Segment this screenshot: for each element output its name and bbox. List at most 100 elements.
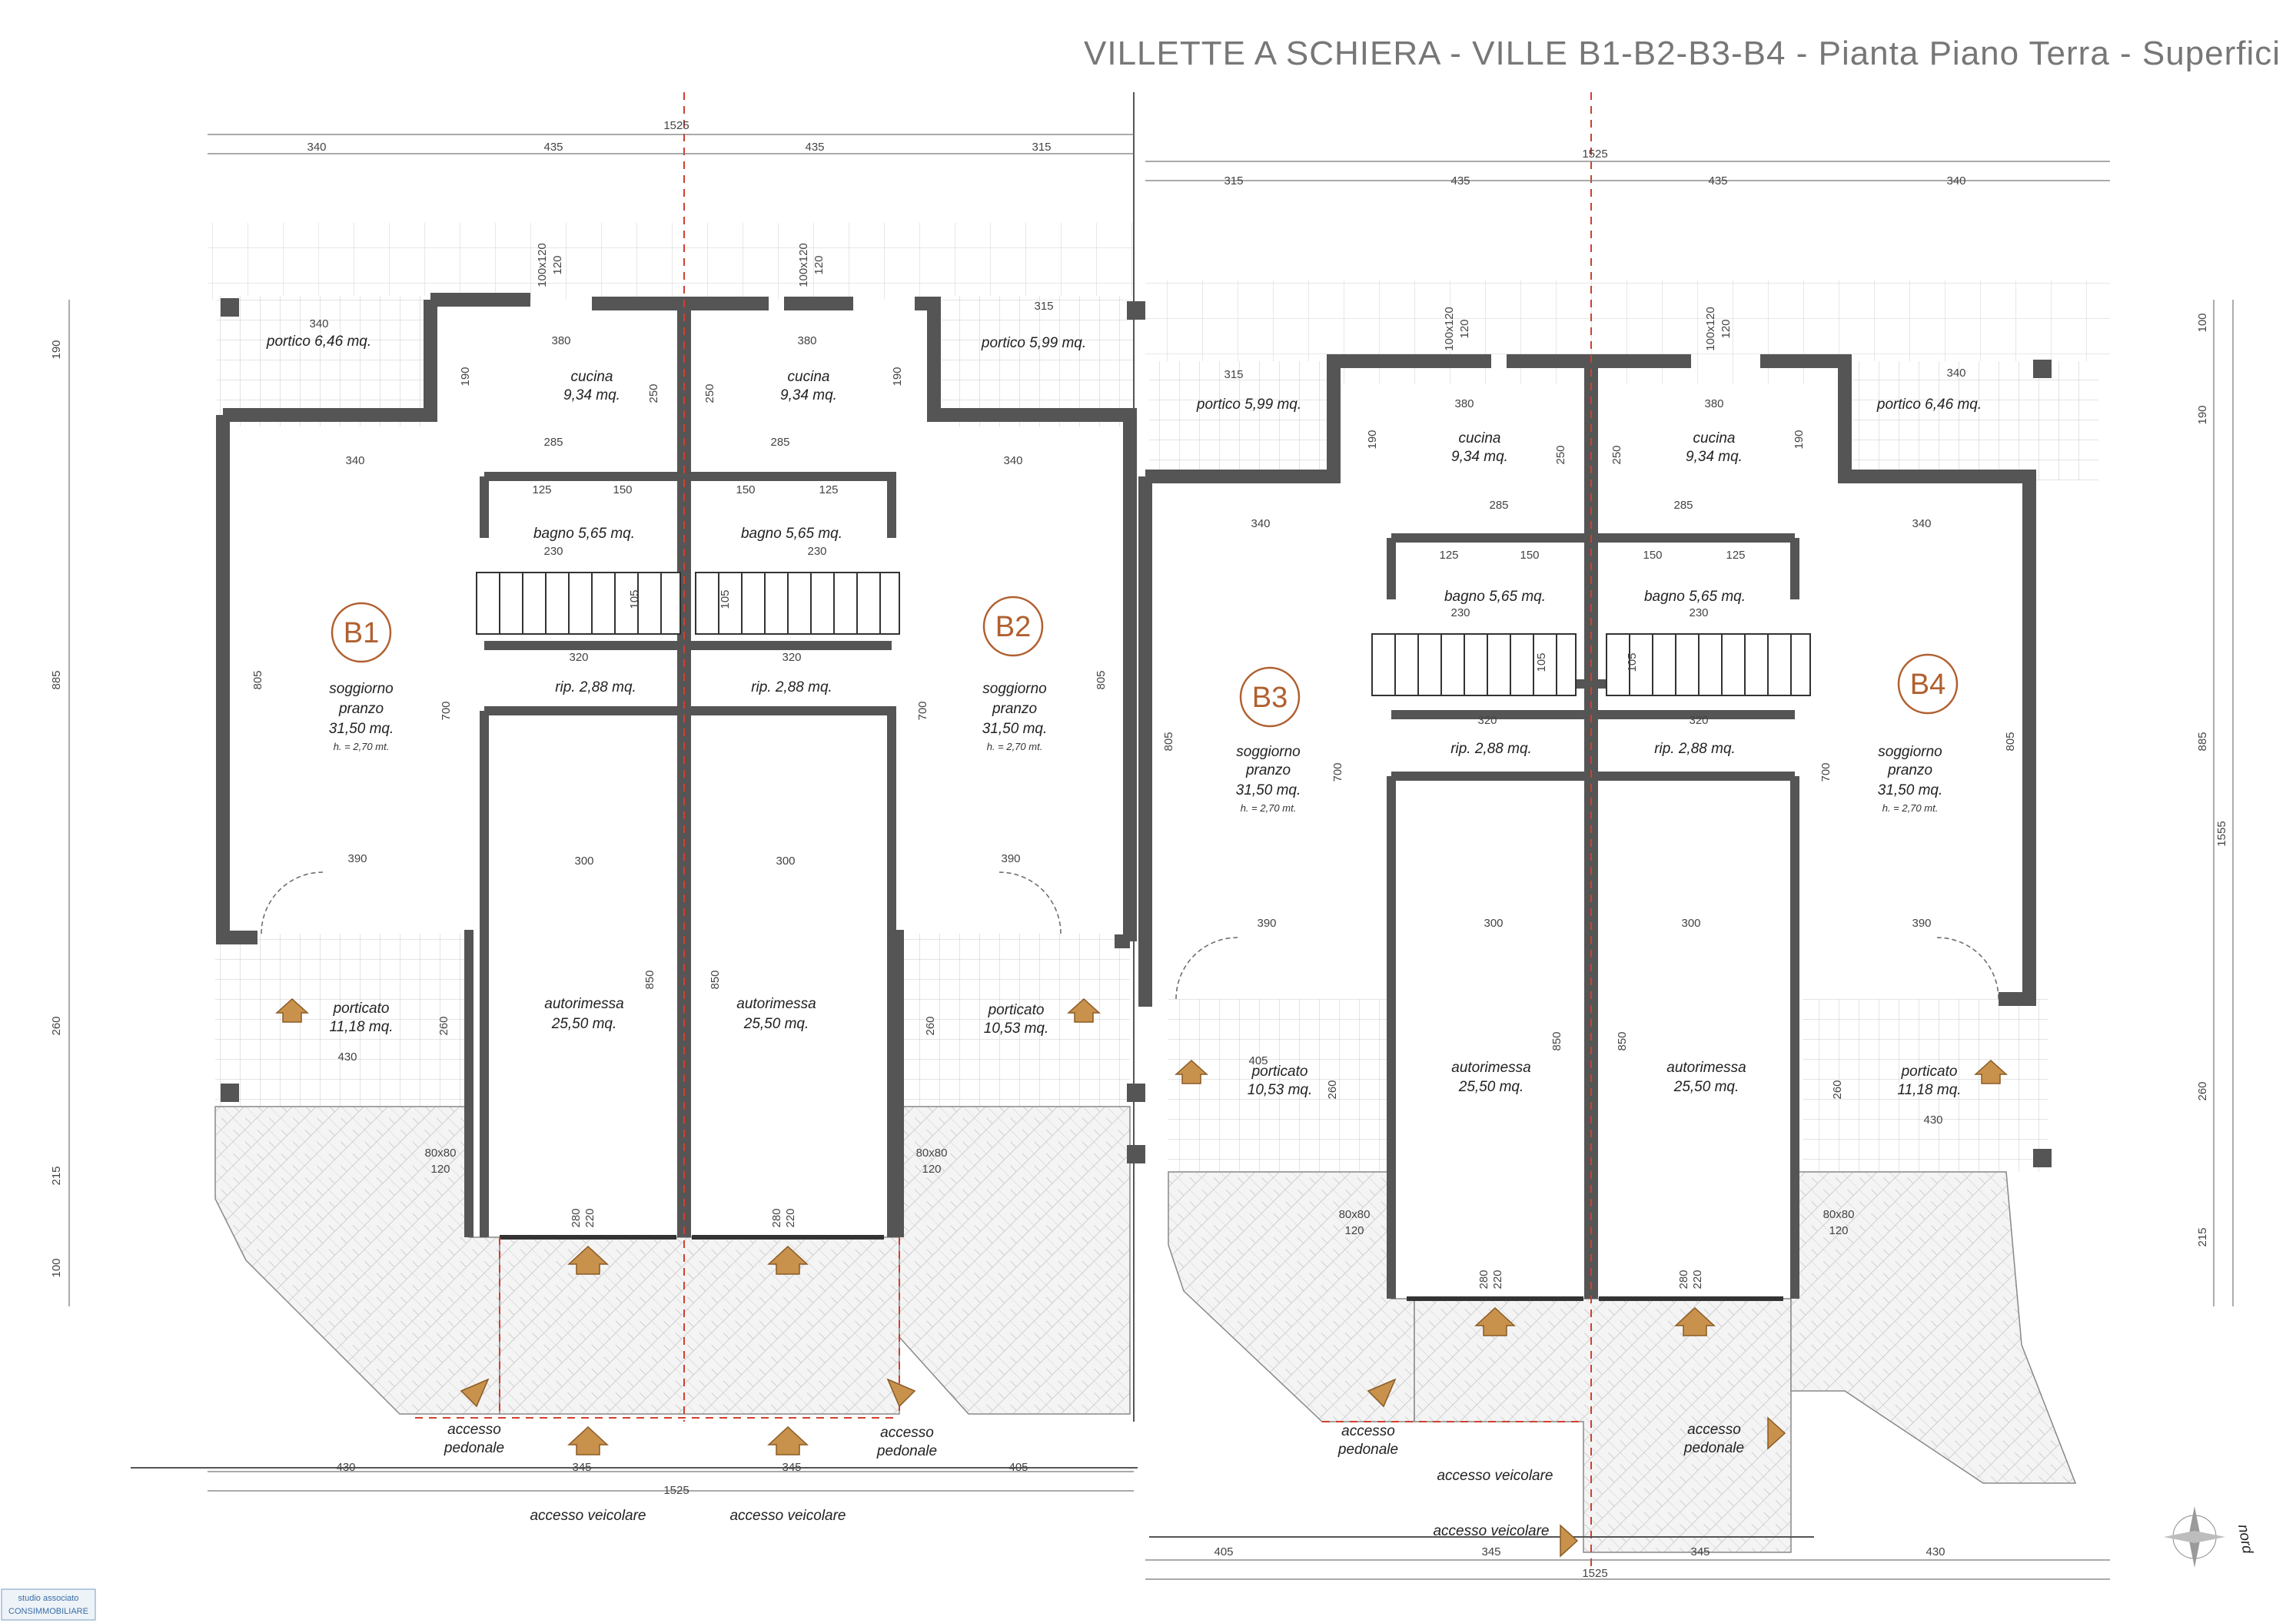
svg-text:250: 250 bbox=[703, 383, 716, 403]
svg-text:380: 380 bbox=[1704, 397, 1723, 410]
svg-text:230: 230 bbox=[543, 545, 563, 558]
unit-b3-label: B3 bbox=[1252, 682, 1288, 714]
svg-text:320: 320 bbox=[1689, 714, 1708, 727]
b3-porticato: porticato bbox=[1251, 1064, 1308, 1080]
paving-left-driveway bbox=[499, 1236, 900, 1415]
b1-pranzo: pranzo bbox=[338, 701, 384, 717]
svg-text:280: 280 bbox=[770, 1208, 783, 1227]
svg-text:1525: 1525 bbox=[663, 119, 689, 132]
pillar-2 bbox=[221, 1084, 239, 1102]
svg-text:340: 340 bbox=[1003, 454, 1022, 467]
svg-text:390: 390 bbox=[1257, 917, 1276, 930]
stairs-b1 bbox=[476, 572, 681, 635]
b1-portico: portico 6,46 mq. bbox=[266, 334, 371, 350]
svg-text:340: 340 bbox=[1946, 174, 1965, 188]
svg-text:100: 100 bbox=[50, 1258, 63, 1277]
b2-height: h. = 2,70 mt. bbox=[987, 741, 1043, 752]
b3-cucina-label: cucina bbox=[1459, 430, 1501, 446]
svg-text:315: 315 bbox=[1034, 300, 1053, 313]
access-ped-3a: accesso bbox=[1341, 1423, 1395, 1439]
svg-text:345: 345 bbox=[1481, 1545, 1500, 1558]
svg-text:285: 285 bbox=[770, 436, 789, 449]
svg-text:1525: 1525 bbox=[1582, 148, 1607, 161]
access-ped-2b: pedonale bbox=[876, 1443, 937, 1459]
svg-text:315: 315 bbox=[1224, 174, 1243, 188]
svg-text:120: 120 bbox=[551, 255, 564, 274]
pillar-5 bbox=[1127, 1145, 1145, 1163]
arrow-garage-3 bbox=[1474, 1306, 1516, 1336]
dimension-lines bbox=[68, 134, 2234, 1580]
svg-text:340: 340 bbox=[307, 141, 326, 154]
b1-autorimessa-area: 25,50 mq. bbox=[551, 1016, 617, 1032]
b3-soggiorno: soggiorno bbox=[1236, 744, 1300, 760]
svg-text:430: 430 bbox=[336, 1461, 355, 1474]
window-door-annotations: 100x120 120 100x120 120 100x120 120 100x… bbox=[425, 243, 1855, 1289]
svg-text:150: 150 bbox=[1520, 549, 1539, 562]
unit-b1-circle bbox=[331, 602, 392, 663]
interior-walls-left bbox=[464, 472, 904, 1237]
svg-text:340: 340 bbox=[1946, 367, 1965, 380]
arrow-garage-4 bbox=[1674, 1306, 1716, 1336]
b1-cucina-area: 9,34 mq. bbox=[563, 387, 620, 403]
b2-autorimessa-area: 25,50 mq. bbox=[743, 1016, 809, 1032]
b3-cucina-area: 9,34 mq. bbox=[1451, 449, 1508, 465]
svg-text:380: 380 bbox=[551, 334, 570, 347]
porticato-b4-floor bbox=[1803, 999, 2048, 1172]
dimensions-bottom-right: 405 345 345 430 1525 bbox=[1214, 1545, 1945, 1580]
svg-text:435: 435 bbox=[1708, 174, 1727, 188]
arrow-drive-2 bbox=[767, 1426, 809, 1455]
rooms-b4: cucina 9,34 mq. bagno 5,65 mq. rip. 2,88… bbox=[1644, 397, 1982, 1098]
unit-b1-label: B1 bbox=[344, 617, 379, 649]
svg-text:190: 190 bbox=[1793, 430, 1806, 449]
block-right bbox=[1138, 280, 2110, 1553]
svg-text:250: 250 bbox=[1610, 445, 1623, 464]
b4-autorimessa-area: 25,50 mq. bbox=[1673, 1079, 1739, 1095]
dimensions-right-side: 100 190 885 1555 260 215 bbox=[2196, 313, 2228, 1246]
svg-text:105: 105 bbox=[1626, 652, 1639, 672]
svg-text:280: 280 bbox=[1677, 1270, 1690, 1289]
sheet-title: VILLETTE A SCHIERA - VILLE B1-B2-B3-B4 -… bbox=[1084, 35, 2281, 72]
svg-text:390: 390 bbox=[1001, 852, 1020, 865]
b4-soggiorno-area: 31,50 mq. bbox=[1878, 782, 1943, 798]
walls-left-block bbox=[216, 293, 1137, 1237]
b3-soggiorno-area: 31,50 mq. bbox=[1236, 782, 1301, 798]
b2-cucina-label: cucina bbox=[788, 369, 830, 385]
portico-b2-floor bbox=[942, 296, 1134, 426]
b2-porticato-area: 10,53 mq. bbox=[984, 1021, 1049, 1037]
svg-text:300: 300 bbox=[776, 855, 795, 868]
unit-b4-label: B4 bbox=[1910, 669, 1945, 701]
access-veic-2: accesso veicolare bbox=[729, 1508, 846, 1524]
svg-text:405: 405 bbox=[1248, 1054, 1268, 1067]
b3-portico: portico 5,99 mq. bbox=[1196, 397, 1301, 413]
b2-portico: portico 5,99 mq. bbox=[981, 335, 1086, 351]
b4-cucina-area: 9,34 mq. bbox=[1686, 449, 1743, 465]
b3-autorimessa-area: 25,50 mq. bbox=[1458, 1079, 1524, 1095]
arrow-ped-4 bbox=[1767, 1416, 1786, 1450]
b3-porticato-area: 10,53 mq. bbox=[1248, 1082, 1313, 1098]
stairs-b2 bbox=[695, 572, 900, 635]
svg-text:700: 700 bbox=[1331, 762, 1344, 782]
svg-text:805: 805 bbox=[1095, 670, 1108, 689]
svg-text:850: 850 bbox=[1550, 1031, 1563, 1050]
paving-b3-path bbox=[1168, 1171, 1415, 1422]
svg-text:300: 300 bbox=[1484, 917, 1503, 930]
svg-text:120: 120 bbox=[922, 1163, 941, 1176]
svg-text:220: 220 bbox=[1691, 1270, 1704, 1289]
svg-text:320: 320 bbox=[569, 651, 588, 664]
svg-text:390: 390 bbox=[347, 852, 367, 865]
svg-text:120: 120 bbox=[1458, 319, 1471, 338]
svg-text:190: 190 bbox=[2196, 405, 2209, 424]
b4-bagno-label: bagno 5,65 mq. bbox=[1644, 589, 1746, 605]
svg-text:435: 435 bbox=[805, 141, 824, 154]
portico-b4-floor bbox=[1852, 361, 2098, 480]
access-ped-1a: accesso bbox=[447, 1422, 501, 1438]
door-swing-b4 bbox=[1936, 937, 1999, 1000]
b1-porticato-area: 11,18 mq. bbox=[329, 1019, 393, 1035]
b3-rip-label: rip. 2,88 mq. bbox=[1450, 741, 1532, 757]
pillar-6 bbox=[2033, 360, 2052, 378]
arrow-b4-entry bbox=[1974, 1059, 2008, 1084]
rooms-b2: cucina 9,34 mq. bagno 5,65 mq. rip. 2,88… bbox=[736, 335, 1086, 1037]
b1-cucina-label: cucina bbox=[571, 369, 613, 385]
svg-text:435: 435 bbox=[543, 141, 563, 154]
